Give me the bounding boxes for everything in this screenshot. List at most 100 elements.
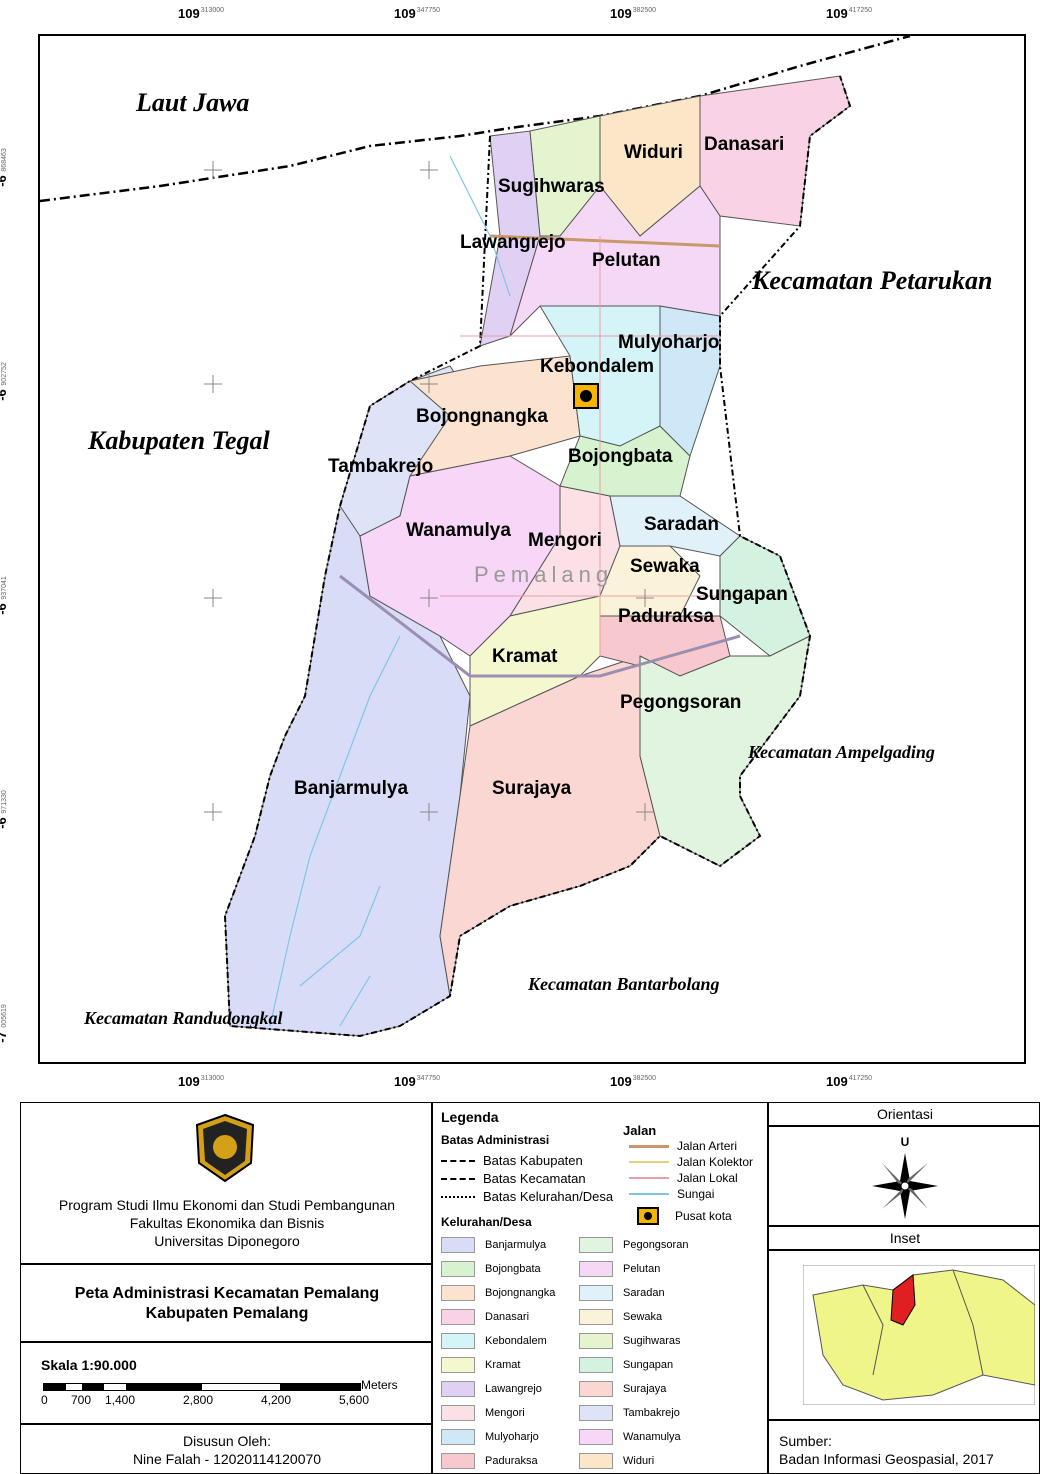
- map-canvas: [40, 36, 911, 1038]
- orientation-title: Orientasi: [876, 1106, 934, 1122]
- label-kab-tegal: Kabupaten Tegal: [88, 426, 270, 455]
- label-lawangrejo: Lawangrejo: [460, 232, 566, 253]
- scale-tick-1: 700: [71, 1393, 92, 1407]
- label-kramat: Kramat: [492, 646, 558, 667]
- label-sungapan: Sungapan: [696, 584, 788, 605]
- label-kec-ampelgading: Kecamatan Ampelgading: [748, 742, 935, 762]
- scale-units: Meters: [361, 1378, 398, 1392]
- scale-tick-5: 5,600: [339, 1393, 370, 1407]
- legend-jalan-arteri: Jalan Arteri: [629, 1139, 737, 1153]
- map-frame: Laut Jawa Kabupaten Tegal Kecamatan Peta…: [38, 34, 1026, 1064]
- institution-line2: Fakultas Ekonomika dan Bisnis: [129, 1215, 325, 1231]
- left-coord-3: -6 937041: [0, 576, 9, 615]
- compass-icon: [872, 1153, 938, 1219]
- legend-jalan-lokal: Jalan Lokal: [629, 1171, 738, 1185]
- label-sewaka: Sewaka: [630, 556, 700, 577]
- source-label: Sumber:: [779, 1433, 832, 1449]
- orientation-panel: U: [768, 1126, 1040, 1226]
- district-boundary: [223, 75, 852, 1038]
- legend-title: Legenda: [441, 1109, 499, 1125]
- label-pegongsoran: Pegongsoran: [620, 692, 742, 713]
- legend-batas-kecamatan: Batas Kecamatan: [441, 1171, 586, 1186]
- label-mulyoharjo: Mulyoharjo: [618, 332, 720, 353]
- scale-label: Skala 1:90.000: [41, 1357, 137, 1373]
- author-panel: Disusun Oleh: Nine Falah - 1202011412007…: [20, 1424, 432, 1474]
- left-coord-4: -6 971330: [0, 790, 9, 829]
- area-bojongbata: [559, 425, 691, 497]
- label-kec-randudongkal: Kecamatan Randudongkal: [84, 1008, 283, 1028]
- university-logo: [195, 1113, 255, 1183]
- legend-batas-kelurahan: Batas Kelurahan/Desa: [441, 1189, 613, 1204]
- legend-mengori: Mengori: [441, 1405, 525, 1421]
- legend-kebondalem: Kebondalem: [441, 1333, 547, 1349]
- legend-saradan: Saradan: [579, 1285, 665, 1301]
- map-title-line1: Peta Administrasi Kecamatan Pemalang: [74, 1285, 380, 1302]
- label-paduraksa: Paduraksa: [618, 606, 715, 627]
- title-panel: Peta Administrasi Kecamatan Pemalang Kab…: [20, 1264, 432, 1342]
- north-label: U: [900, 1135, 910, 1149]
- label-danasari: Danasari: [704, 134, 785, 155]
- top-coord-1: 109313000: [178, 6, 225, 21]
- legend-pusat-kota: Pusat kota: [637, 1207, 732, 1225]
- source-panel: Sumber: Badan Informasi Geospasial, 2017: [768, 1420, 1040, 1474]
- road-arteri: [339, 574, 741, 678]
- legend-paduraksa: Paduraksa: [441, 1453, 538, 1469]
- grid-crosses: [204, 161, 654, 821]
- legend-kramat: Kramat: [441, 1357, 520, 1373]
- label-saradan: Saradan: [644, 514, 719, 535]
- legend-sugihwaras: Sugihwaras: [579, 1333, 680, 1349]
- legend-kel-title: Kelurahan/Desa: [441, 1215, 532, 1229]
- legend-sungai: Sungai: [629, 1187, 714, 1201]
- legend-bojongnangka: Bojongnangka: [441, 1285, 555, 1301]
- scale-panel: Skala 1:90.000 Meters 0 700 1,400 2,800 …: [20, 1342, 432, 1424]
- institution-line3: Universitas Diponegoro: [154, 1233, 300, 1249]
- scale-tick-0: 0: [41, 1393, 48, 1407]
- legend-batas-kabupaten: Batas Kabupaten: [441, 1153, 583, 1168]
- inset-map: [803, 1265, 1035, 1405]
- bottom-coord-2: 109347750: [394, 1074, 441, 1089]
- legend-jalan-kolektor: Jalan Kolektor: [629, 1155, 753, 1169]
- legend-pegongsoran: Pegongsoran: [579, 1237, 688, 1253]
- legend-mulyoharjo: Mulyoharjo: [441, 1429, 539, 1445]
- institution-panel: Program Studi Ilmu Ekonomi dan Studi Pem…: [20, 1102, 432, 1264]
- top-coord-2: 109347750: [394, 6, 441, 21]
- legend-tambakrejo: Tambakrejo: [579, 1405, 680, 1421]
- scale-tick-2: 1,400: [105, 1393, 136, 1407]
- label-kec-petarukan: Kecamatan Petarukan: [752, 266, 993, 295]
- left-coord-2: -6 902752: [0, 362, 9, 401]
- road-lokal: [440, 236, 740, 656]
- scale-tick-4: 4,200: [261, 1393, 292, 1407]
- legend-wanamulya: Wanamulya: [579, 1429, 681, 1445]
- institution-line1: Program Studi Ilmu Ekonomi dan Studi Pem…: [58, 1197, 396, 1213]
- road-arteri-north: [489, 234, 721, 248]
- legend-jalan-title: Jalan: [623, 1123, 657, 1138]
- top-coord-4: 109417250: [826, 6, 873, 21]
- area-mulyoharjo: [659, 305, 721, 457]
- scale-bar: [43, 1383, 361, 1391]
- legend-sewaka: Sewaka: [579, 1309, 662, 1325]
- legend-widuri: Widuri: [579, 1453, 654, 1469]
- inset-title: Inset: [889, 1230, 921, 1246]
- legend-sungapan: Sungapan: [579, 1357, 673, 1373]
- area-pegongsoran: [639, 635, 811, 867]
- inset-panel: [768, 1250, 1040, 1420]
- legend-danasari: Danasari: [441, 1309, 529, 1325]
- legend-panel: Legenda Batas Administrasi Batas Kabupat…: [432, 1102, 768, 1474]
- bottom-coord-1: 109313000: [178, 1074, 225, 1089]
- legend-pelutan: Pelutan: [579, 1261, 660, 1277]
- legend-bojongbata: Bojongbata: [441, 1261, 541, 1277]
- legend-banjarmulya: Banjarmulya: [441, 1237, 546, 1253]
- city-center-dot: [580, 390, 592, 402]
- label-bojongbata: Bojongbata: [568, 446, 673, 467]
- label-tambakrejo: Tambakrejo: [328, 456, 434, 477]
- bottom-coord-3: 109382500: [610, 1074, 657, 1089]
- top-coord-3: 109382500: [610, 6, 657, 21]
- label-surajaya: Surajaya: [492, 778, 572, 799]
- inset-title-panel: Inset: [768, 1226, 1040, 1250]
- left-coord-5: -7 005619: [0, 1004, 9, 1043]
- legend-surajaya: Surajaya: [579, 1381, 666, 1397]
- area-bojongnangka: [408, 355, 581, 477]
- bottom-coord-4: 109417250: [826, 1074, 873, 1089]
- city-center-marker: [573, 383, 599, 409]
- author-name: Nine Falah - 12020114120070: [132, 1451, 322, 1467]
